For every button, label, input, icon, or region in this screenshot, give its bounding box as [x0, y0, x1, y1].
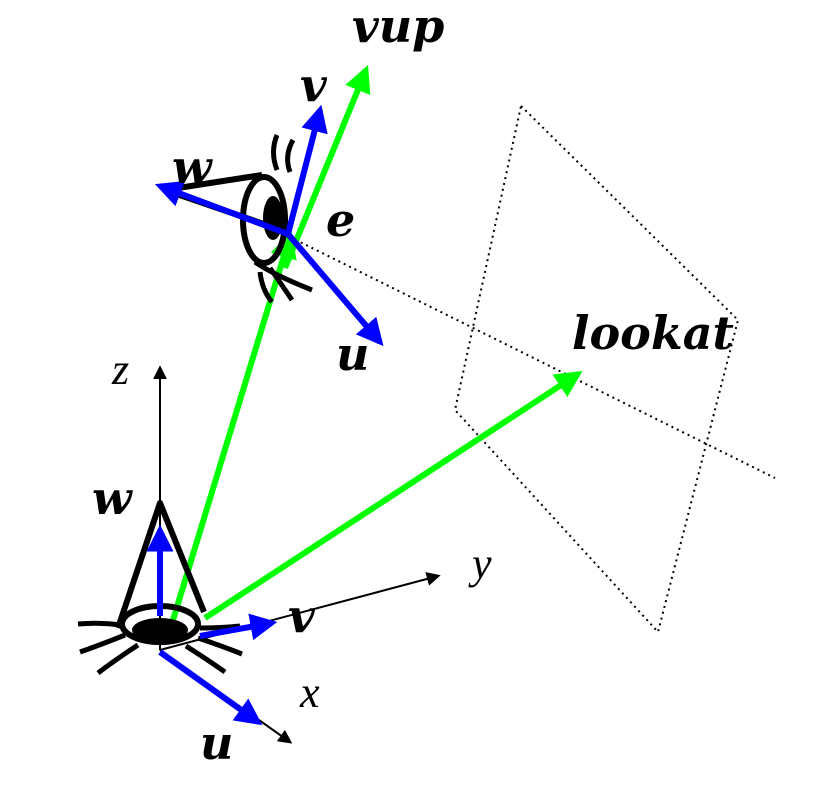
bottom-u-vector [158, 649, 263, 726]
eye-position-vector [170, 230, 297, 621]
z-axis-label: z [111, 345, 129, 394]
top-v-vector [285, 104, 328, 235]
x-axis-label: x [299, 668, 320, 717]
top-u-label: u [336, 327, 369, 381]
view-direction-line [289, 236, 776, 479]
bottom-u-label: u [200, 716, 233, 770]
top-v-label: v [300, 58, 328, 112]
bottom-v-label: v [288, 589, 316, 643]
lookat-vector [203, 371, 583, 621]
bottom-w-label: w [92, 471, 133, 525]
top-u-vector [285, 232, 384, 347]
top-w-vector [154, 180, 290, 237]
top-w-label: w [172, 140, 213, 194]
vup-vector [282, 65, 371, 270]
vup-label: vup [352, 0, 444, 53]
top-e-label: e [326, 193, 355, 247]
bottom-eye-icon [77, 500, 243, 675]
view-plane [453, 104, 740, 635]
y-axis-label: y [468, 539, 492, 588]
bottom-v-vector [199, 613, 278, 641]
lookat-label: lookat [572, 306, 734, 360]
